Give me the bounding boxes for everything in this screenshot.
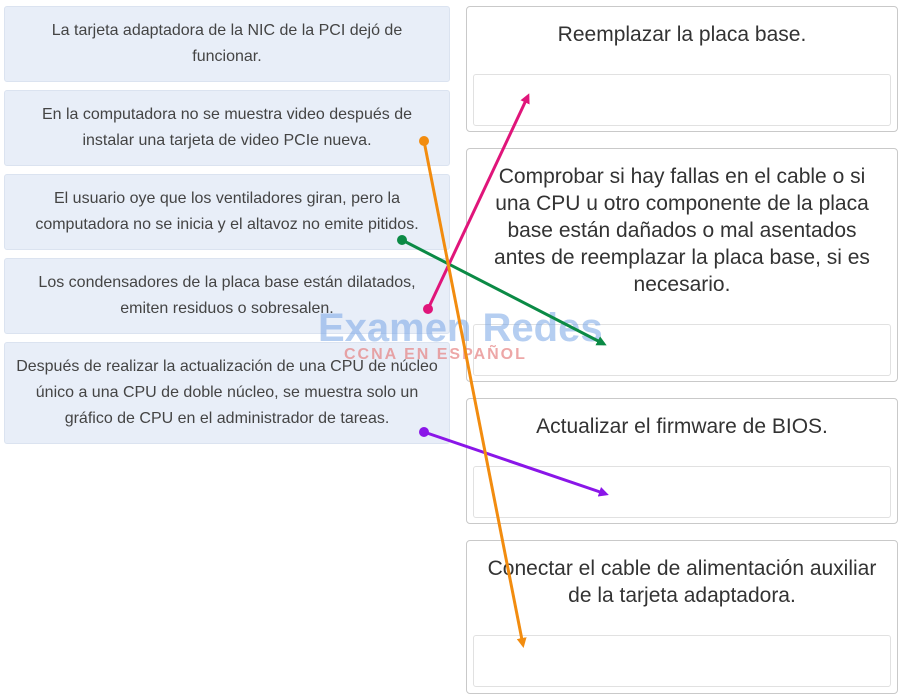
target-label: Conectar el cable de alimentación auxili… xyxy=(487,557,877,607)
watermark-title: Examen Redes xyxy=(318,306,603,350)
target-label: Comprobar si hay fallas en el cable o si… xyxy=(494,165,870,296)
drag-item-no-video[interactable]: En la computadora no se muestra video de… xyxy=(4,90,450,166)
drag-item-capacitors[interactable]: Los condensadores de la placa base están… xyxy=(4,258,450,334)
target-update-bios: Actualizar el firmware de BIOS. xyxy=(466,398,898,524)
target-label: Reemplazar la placa base. xyxy=(557,23,807,46)
drag-item-nic-failed[interactable]: La tarjeta adaptadora de la NIC de la PC… xyxy=(4,6,450,82)
watermark-subtitle: CCNA EN ESPAÑOL xyxy=(344,346,527,363)
drag-item-label: Después de realizar la actualización de … xyxy=(16,358,438,427)
drag-item-label: El usuario oye que los ventiladores gira… xyxy=(35,190,419,233)
target-replace-motherboard: Reemplazar la placa base. xyxy=(466,6,898,132)
drag-item-label: Los condensadores de la placa base están… xyxy=(38,274,416,317)
drag-item-cpu-graph[interactable]: Después de realizar la actualización de … xyxy=(4,342,450,444)
target-aux-power-cable: Conectar el cable de alimentación auxili… xyxy=(466,540,898,694)
drop-zone[interactable] xyxy=(473,635,891,687)
drop-zone[interactable] xyxy=(473,74,891,126)
target-label: Actualizar el firmware de BIOS. xyxy=(536,415,828,438)
drop-zone[interactable] xyxy=(473,466,891,518)
drag-item-no-beeps[interactable]: El usuario oye que los ventiladores gira… xyxy=(4,174,450,250)
drag-item-label: La tarjeta adaptadora de la NIC de la PC… xyxy=(51,22,403,65)
drag-item-label: En la computadora no se muestra video de… xyxy=(41,106,412,149)
